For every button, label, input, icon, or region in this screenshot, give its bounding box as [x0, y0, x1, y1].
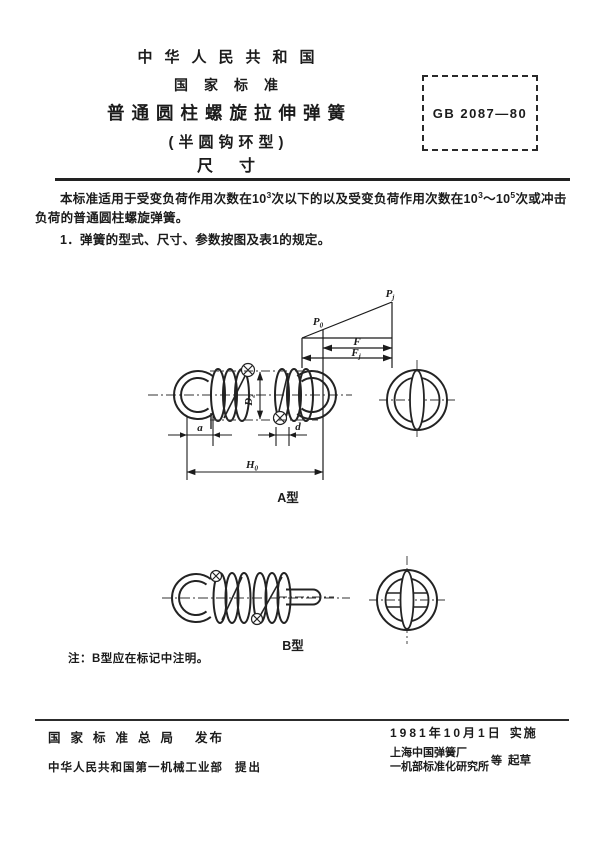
intro-paragraph: 本标准适用于受变负荷作用次数在103次以下的以及受变负荷作用次数在103～105…: [35, 190, 567, 226]
dim-d: [258, 427, 307, 446]
label-fj: Fj: [350, 347, 360, 361]
footer-issue-verb: 发布: [195, 731, 225, 745]
header-standard-type: 国家标准: [174, 77, 294, 93]
standard-number: GB 2087—80: [432, 105, 528, 121]
force-diagram: [301, 301, 393, 480]
label-p0: P0: [313, 316, 324, 330]
doc-subject: 尺寸: [196, 157, 281, 175]
doc-title: 普通圆柱螺旋拉伸弹簧: [107, 103, 352, 123]
label-a: a: [197, 422, 203, 434]
footer-impl-verb: 实施: [509, 726, 538, 740]
note-text: 注：B型应在标记中注明。: [68, 653, 209, 665]
intro-section: 本标准适用于受变负荷作用次数在103次以下的以及受变负荷作用次数在103～105…: [35, 186, 572, 250]
footer-draft-verb: 起草: [508, 755, 531, 767]
wire-section-icon: [240, 362, 288, 426]
footer-right: 1981年10月1日实施 上海中国弹簧厂 一机部标准化研究所 等 起草: [390, 724, 575, 774]
svg-text:D2: D2: [243, 394, 257, 407]
d2-boundary-lines: [210, 370, 318, 421]
figure-b-drawing: B型: [162, 556, 445, 653]
standard-number-box: GB 2087—80: [422, 75, 538, 151]
footer-propose-line: 中华人民共和国第一机械工业部提出: [48, 759, 348, 775]
right-hook-outer: [296, 370, 337, 420]
footer-issue-line: 国家标准总局发布: [48, 727, 348, 746]
left-hook-inner: [180, 377, 210, 413]
spring-end-view-a: [379, 360, 455, 440]
footer-proposer: 中华人民共和国第一机械工业部: [48, 762, 223, 774]
header-country: 中华人民共和国: [137, 49, 327, 66]
footer-drafter-1: 上海中国弹簧厂: [390, 747, 467, 759]
title-block: 中华人民共和国 国家标准 普通圆柱螺旋拉伸弹簧 (半圆钩环型) 尺寸: [0, 50, 452, 175]
label-h0: H0: [245, 459, 259, 473]
wire-section-icon: [209, 569, 264, 626]
spring-end-view-b: [369, 556, 445, 644]
footer-issuer: 国家标准总局: [48, 731, 184, 745]
intro-item-1: 1．弹簧的型式、尺寸、参数按图及表1的规定。: [60, 233, 331, 248]
figure-a-drawing: D2 Pj P0 F Fj a: [148, 288, 455, 505]
spring-side-view-b: [171, 572, 322, 624]
dim-a: [168, 416, 232, 480]
footer-impl-line: 1981年10月1日实施: [390, 724, 575, 742]
footer-drafter-etc: 等: [491, 755, 502, 767]
figure-a-caption: A型: [277, 490, 299, 505]
label-f: F: [352, 336, 361, 348]
footer-rule: [35, 719, 569, 721]
footer-propose-verb: 提出: [235, 762, 262, 774]
label-pj: Pj: [386, 288, 395, 302]
left-hook-outer: [173, 370, 214, 420]
doc-subtitle: (半圆钩环型): [168, 133, 289, 151]
footer-draft-group: 上海中国弹簧厂 一机部标准化研究所 等 起草: [390, 746, 575, 774]
right-hook-inner: [300, 377, 330, 413]
title-rule: [55, 178, 570, 181]
label-d: d: [295, 421, 301, 433]
dim-d2: D2: [243, 371, 264, 420]
spring-side-view-a: [173, 368, 337, 429]
footer-impl-date: 1981年10月1日: [390, 726, 503, 740]
footer-left: 国家标准总局发布 中华人民共和国第一机械工业部提出: [48, 727, 348, 775]
footer-drafter-2: 一机部标准化研究所: [390, 761, 489, 773]
footer-drafters: 上海中国弹簧厂 一机部标准化研究所: [390, 746, 489, 774]
figure-b-caption: B型: [282, 638, 304, 653]
